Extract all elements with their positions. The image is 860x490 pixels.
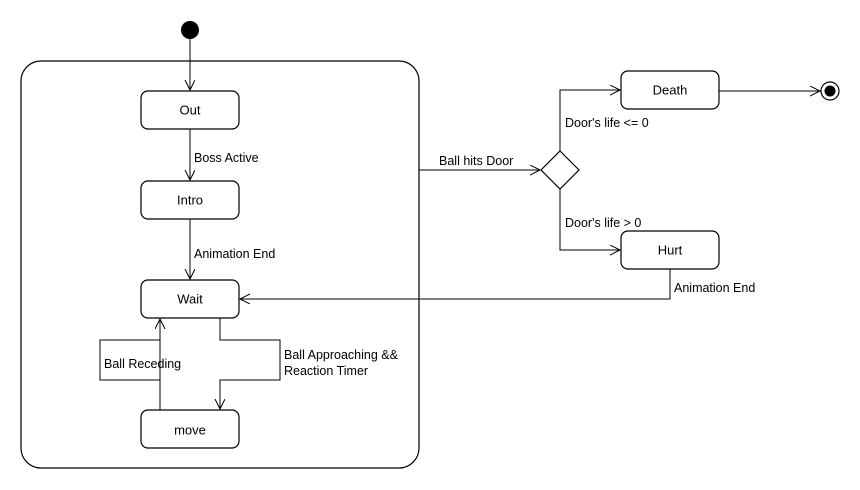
- edge-choice-to-death: [559, 90, 620, 151]
- initial-node: [181, 21, 199, 39]
- label-ball-approaching-line2: Reaction Timer: [284, 364, 368, 378]
- state-wait: Wait: [140, 279, 240, 319]
- edge-choice-to-hurt: [559, 189, 620, 250]
- label-boss-active: Boss Active: [194, 151, 259, 165]
- state-intro-label: Intro: [177, 193, 203, 208]
- label-door-life-le-zero: Door's life <= 0: [565, 116, 649, 130]
- state-intro: Intro: [140, 180, 240, 220]
- state-wait-label: Wait: [177, 292, 203, 307]
- state-move: move: [140, 409, 240, 449]
- final-node: [820, 81, 840, 101]
- state-move-label: move: [174, 423, 206, 438]
- state-death: Death: [620, 70, 720, 110]
- state-out: Out: [140, 90, 240, 130]
- state-hurt-label: Hurt: [658, 243, 683, 258]
- label-ball-hits-door: Ball hits Door: [439, 154, 513, 168]
- state-hurt: Hurt: [620, 230, 720, 270]
- label-animation-end-hurt: Animation End: [674, 281, 755, 295]
- edge-move-to-wait: [99, 319, 160, 410]
- state-out-label: Out: [180, 103, 201, 118]
- label-animation-end-intro: Animation End: [194, 247, 275, 261]
- composite-state-boss: [20, 60, 420, 469]
- choice-node: [540, 150, 580, 190]
- label-ball-receding: Ball Receding: [104, 357, 181, 371]
- edge-hurt-to-wait: [240, 269, 671, 299]
- label-door-life-gt-zero: Door's life > 0: [565, 216, 641, 230]
- label-ball-approaching-line1: Ball Approaching &&: [284, 348, 399, 362]
- edge-wait-to-move: [220, 318, 281, 409]
- state-death-label: Death: [653, 83, 688, 98]
